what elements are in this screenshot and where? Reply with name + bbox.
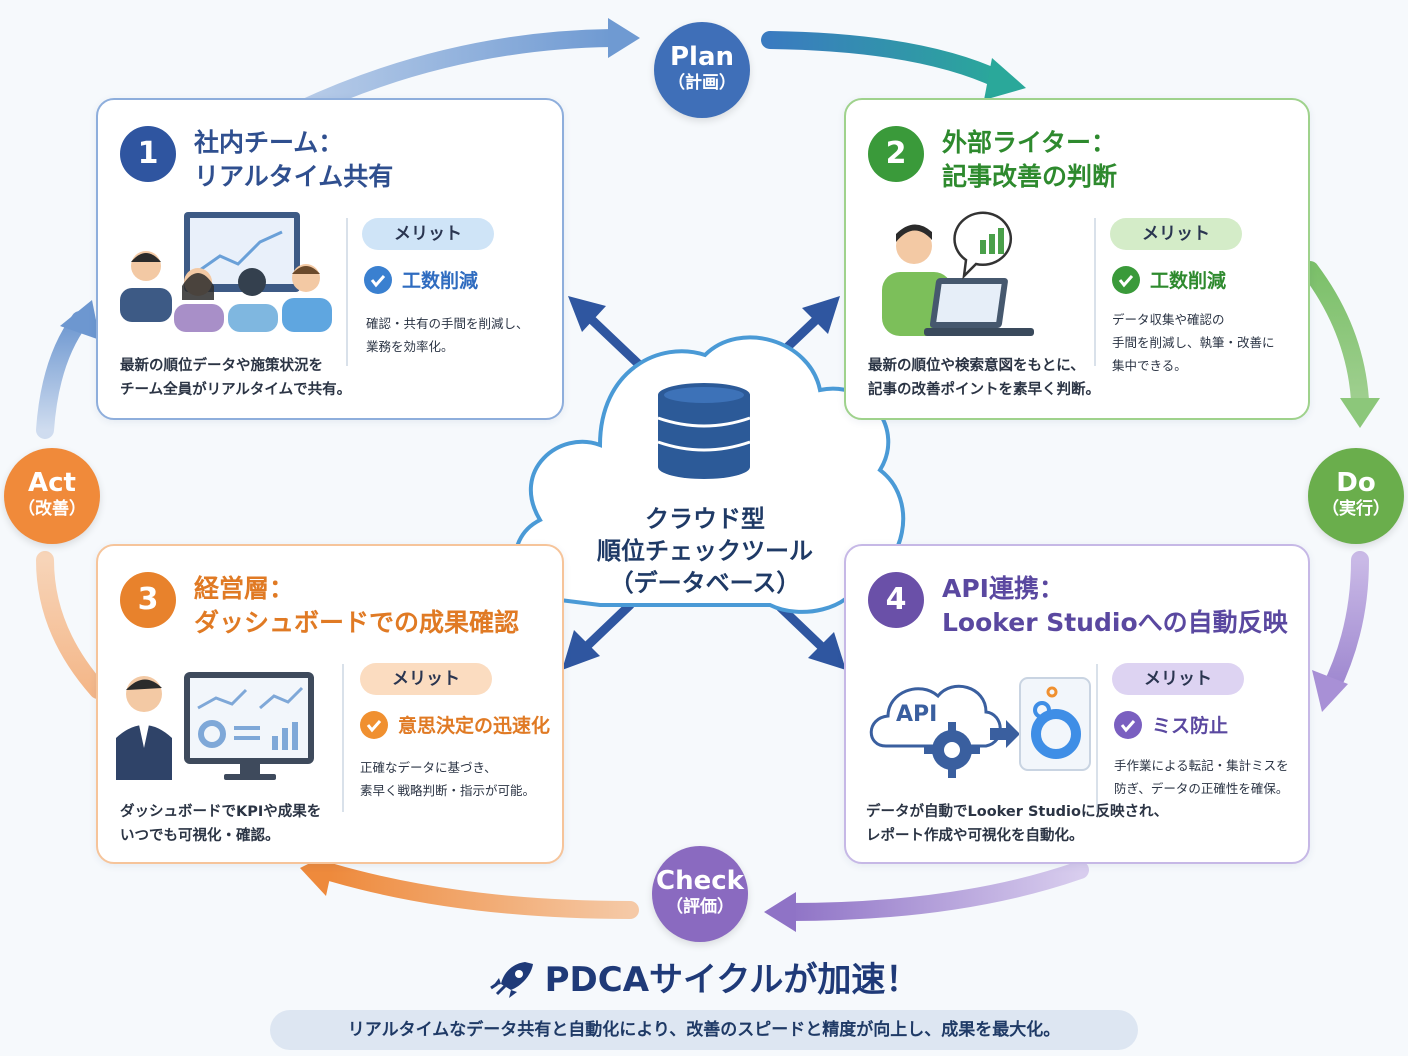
card4-title: API連携： Looker Studioへの自動反映 (942, 572, 1288, 640)
phase-act-jp: （改善） (18, 499, 86, 519)
check-icon (360, 710, 388, 739)
card3-desc1: ダッシュボードでKPIや成果を (120, 804, 322, 820)
card1-desc2: チーム全員がリアルタイムで共有。 (120, 382, 352, 398)
center-line1: クラウド型 (645, 505, 765, 533)
phase-check-jp: （評価） (666, 897, 734, 917)
check-icon (1114, 710, 1142, 739)
executive-dashboard-icon (116, 672, 314, 780)
card-internal-team: 1 社内チーム： リアルタイム共有 メリット 工数削減 確認・共有の手間を削減し… (96, 98, 564, 420)
card3-benefit-label: 意思決定の迅速化 (398, 715, 551, 737)
card4-benefit-desc1: 手作業による転記・集計ミスを (1114, 758, 1289, 773)
phase-plan-jp: （計画） (668, 73, 736, 93)
card2-desc1: 最新の順位や検索意図をもとに、 (868, 358, 1085, 374)
footer-title: PDCAサイクルが加速！ (0, 952, 1408, 1002)
card3-divider (342, 664, 344, 812)
card3-desc2: いつでも可視化・確認。 (120, 828, 280, 844)
card-executives: 3 経営層： ダッシュボードでの成果確認 メリット 意思決定の迅速化 正確なデー… (96, 544, 564, 864)
card-external-writer: 2 外部ライター： 記事改善の判断 メリット 工数削減 データ収集や確認の 手間… (844, 98, 1310, 420)
card4-description: データが自動でLooker Studioに反映され、 レポート作成や可視化を自動… (866, 800, 1168, 848)
phase-do: Do （実行） (1308, 448, 1404, 544)
card2-benefit-desc2: 手間を削減し、執筆・改善に (1112, 335, 1275, 350)
phase-do-label: Do (1336, 468, 1376, 498)
phase-plan-label: Plan (669, 42, 735, 72)
footer-subtitle: リアルタイムなデータ共有と自動化により、改善のスピードと精度が向上し、成果を最大… (270, 1010, 1138, 1050)
card4-benefit-desc: 手作業による転記・集計ミスを 防ぎ、データの正確性を確保。 (1114, 754, 1289, 800)
phase-act-label: Act (28, 468, 76, 498)
card3-description: ダッシュボードでKPIや成果を いつでも可視化・確認。 (120, 800, 321, 848)
card2-benefit: 工数削減 (1112, 265, 1227, 296)
card1-benefit-desc1: 確認・共有の手間を削減し、 (366, 316, 529, 331)
card1-benefit-label: 工数削減 (402, 270, 479, 292)
check-icon (1112, 265, 1140, 294)
card1-benefit-desc: 確認・共有の手間を削減し、 業務を効率化。 (366, 312, 529, 358)
phase-check: Check （評価） (652, 846, 748, 942)
card2-description: 最新の順位や検索意図をもとに、 記事の改善ポイントを素早く判断。 (868, 354, 1100, 402)
card4-number: 4 (868, 572, 924, 628)
card1-number: 1 (120, 126, 176, 182)
api-label: API (896, 702, 938, 727)
phase-do-jp: （実行） (1322, 499, 1390, 519)
center-line2: 順位チェックツール (597, 537, 813, 565)
card2-title-line2: 記事改善の判断 (942, 162, 1118, 191)
card2-title: 外部ライター： 記事改善の判断 (942, 126, 1117, 194)
center-line3: （データベース） (609, 569, 801, 597)
card1-title: 社内チーム： リアルタイム共有 (194, 126, 393, 194)
card1-title-line2: リアルタイム共有 (194, 162, 394, 191)
card1-description: 最新の順位データや施策状況を チーム全員がリアルタイムで共有。 (120, 354, 351, 402)
card4-title-line2: Looker Studioへの自動反映 (942, 608, 1288, 637)
phase-check-label: Check (656, 866, 744, 896)
api-cloud-looker-icon: API (866, 672, 1096, 782)
rocket-icon (489, 961, 533, 998)
api-cloud-icon (869, 677, 1091, 778)
card4-benefit: ミス防止 (1114, 710, 1229, 741)
card3-benefit-desc1: 正確なデータに基づき、 (360, 760, 497, 775)
card4-desc1: データが自動でLooker Studioに反映され、 (866, 804, 1169, 820)
card4-benefit-desc2: 防ぎ、データの正確性を確保。 (1114, 781, 1289, 796)
card1-benefit-desc2: 業務を効率化。 (366, 339, 454, 354)
card1-title-line1: 社内チーム： (194, 128, 344, 157)
card3-merit-pill: メリット (360, 663, 492, 695)
team-monitor-icon (120, 212, 332, 332)
card2-title-line1: 外部ライター： (942, 128, 1117, 157)
phase-plan: Plan （計画） (654, 22, 750, 118)
card2-benefit-desc1: データ収集や確認の (1112, 312, 1225, 327)
card3-title: 経営層： ダッシュボードでの成果確認 (194, 572, 519, 640)
card3-benefit-desc: 正確なデータに基づき、 素早く戦略判断・指示が可能。 (360, 756, 535, 802)
card1-merit-pill: メリット (362, 218, 494, 250)
card2-number: 2 (868, 126, 924, 182)
card4-merit-pill: メリット (1112, 663, 1244, 695)
card2-divider (1094, 218, 1096, 366)
card4-desc2: レポート作成や可視化を自動化。 (866, 828, 1084, 844)
card4-divider (1096, 664, 1098, 812)
card3-title-line1: 経営層： (194, 574, 295, 603)
card3-benefit-desc2: 素早く戦略判断・指示が可能。 (360, 783, 536, 798)
card4-benefit-label: ミス防止 (1152, 715, 1229, 737)
writer-laptop-icon (882, 211, 1034, 336)
center-title: クラウド型 順位チェックツール （データベース） (560, 503, 850, 599)
card4-title-line1: API連携： (942, 574, 1064, 603)
card2-benefit-desc3: 集中できる。 (1112, 358, 1187, 373)
card2-benefit-label: 工数削減 (1150, 270, 1227, 292)
card2-desc2: 記事の改善ポイントを素早く判断。 (868, 382, 1100, 398)
phase-act: Act （改善） (4, 448, 100, 544)
card1-divider (346, 218, 348, 366)
card-api-integration: 4 API連携： Looker Studioへの自動反映 API メリット ミス… (844, 544, 1310, 864)
card2-merit-pill: メリット (1110, 218, 1242, 250)
check-icon (364, 265, 392, 294)
card2-benefit-desc: データ収集や確認の 手間を削減し、執筆・改善に 集中できる。 (1112, 308, 1275, 377)
card1-desc1: 最新の順位データや施策状況を (120, 358, 323, 374)
database-icon (657, 383, 751, 479)
card3-benefit: 意思決定の迅速化 (360, 710, 551, 741)
card3-title-line2: ダッシュボードでの成果確認 (194, 608, 520, 637)
card1-benefit: 工数削減 (364, 265, 479, 296)
footer-title-text: PDCAサイクルが加速！ (544, 960, 920, 1000)
card3-number: 3 (120, 572, 176, 628)
